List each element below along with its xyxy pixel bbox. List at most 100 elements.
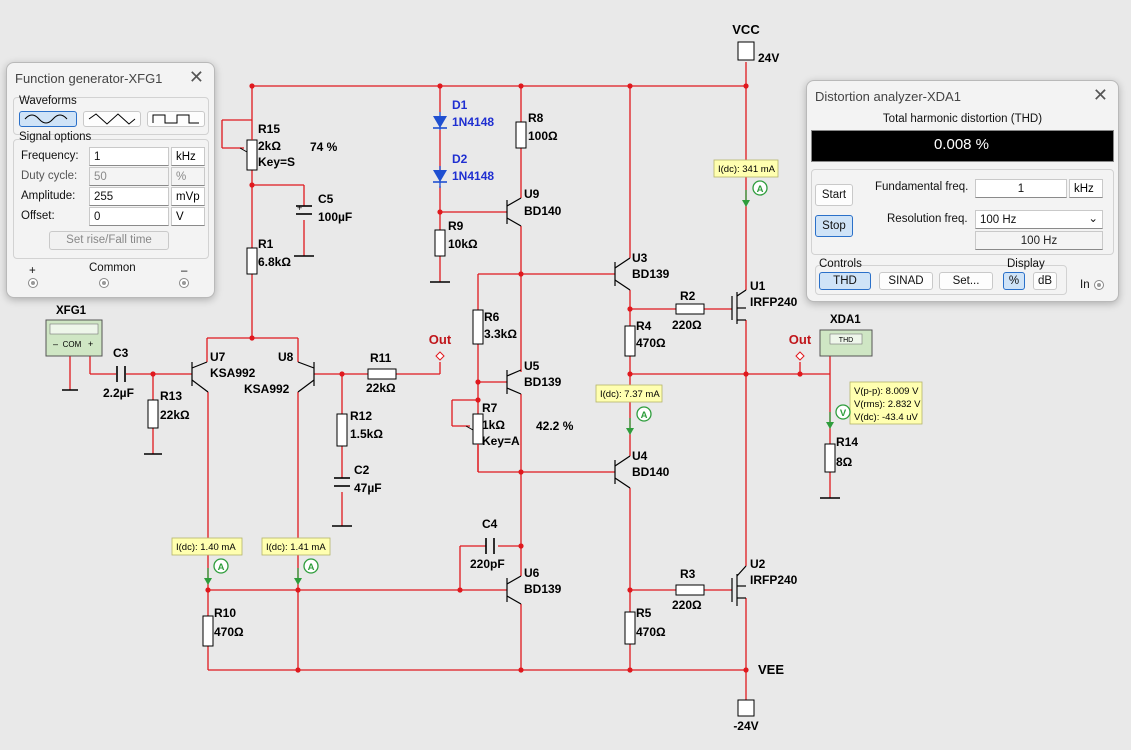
set-rise-fall-button[interactable]: Set rise/Fall time xyxy=(49,231,169,250)
r2-body[interactable] xyxy=(675,303,705,315)
set-button[interactable]: Set... xyxy=(939,272,993,290)
diode-d1[interactable] xyxy=(433,112,447,130)
fg-row-input[interactable]: 1 xyxy=(89,147,169,166)
resolution-freq-label: Resolution freq. xyxy=(887,213,968,225)
da-controls-label: Controls xyxy=(819,258,862,270)
r5-body[interactable] xyxy=(624,611,636,645)
fg-row-unit[interactable]: mVp xyxy=(171,187,205,206)
c5-name: C5 xyxy=(318,192,334,206)
r12-body[interactable] xyxy=(336,413,348,447)
u8-name: U8 xyxy=(278,350,294,364)
r15-body[interactable] xyxy=(246,139,258,171)
diode-d2[interactable] xyxy=(433,166,447,188)
r4-body[interactable] xyxy=(624,325,636,357)
fundamental-freq-unit[interactable]: kHz xyxy=(1069,179,1103,198)
r5-name: R5 xyxy=(636,606,652,620)
r15-value: 2kΩ xyxy=(258,139,281,153)
ammeter-icon-u7: A xyxy=(218,562,225,573)
r1-value: 6.8kΩ xyxy=(258,255,291,269)
c3-value: 2.2µF xyxy=(103,386,134,400)
sine-icon xyxy=(24,114,68,124)
r3-value: 220Ω xyxy=(672,598,702,612)
r1-name: R1 xyxy=(258,237,274,251)
component-labels: R15 2kΩ Key=S 74 % R1 6.8kΩ C5 100µF R8 … xyxy=(103,111,858,639)
stop-button[interactable]: Stop xyxy=(815,215,853,237)
r6-value: 3.3kΩ xyxy=(484,327,517,341)
fundamental-freq-input[interactable]: 1 xyxy=(975,179,1067,198)
u7-name: U7 xyxy=(210,350,226,364)
percent-button[interactable]: % xyxy=(1003,272,1025,290)
out-label-1: Out xyxy=(429,332,452,347)
vcc-port[interactable]: VCC 24V xyxy=(732,22,779,65)
xfg1-instrument[interactable]: XFG1 COM – + xyxy=(45,305,103,357)
fg-minus-label: – xyxy=(181,265,188,277)
fg-common-label: Common xyxy=(89,262,136,274)
vee-port[interactable]: VEE -24V xyxy=(733,662,784,733)
da-close-icon[interactable]: ✕ xyxy=(1092,85,1108,105)
probe-u1[interactable]: I(dc): 341 mA A xyxy=(713,159,779,207)
fg-minus-terminal[interactable] xyxy=(179,278,189,288)
r3-body[interactable] xyxy=(675,584,705,596)
probe-out[interactable]: V(p-p): 8.009 V V(rms): 2.832 V V(dc): -… xyxy=(826,381,923,429)
chevron-down-icon: ⌄ xyxy=(1088,213,1098,225)
thd-button[interactable]: THD xyxy=(819,272,871,290)
r8-body[interactable] xyxy=(515,121,527,149)
fg-row-input: 50 xyxy=(89,167,169,186)
r14-body[interactable] xyxy=(824,443,836,473)
sinad-button[interactable]: SINAD xyxy=(879,272,933,290)
triangle-wave-button[interactable] xyxy=(83,111,141,127)
xfg1-com: COM xyxy=(63,340,82,349)
db-button[interactable]: dB xyxy=(1033,272,1057,290)
sine-wave-button[interactable] xyxy=(19,111,77,127)
d1-name: D1 xyxy=(452,98,468,112)
fg-close-icon[interactable]: ✕ xyxy=(188,67,204,87)
u5-value: BD139 xyxy=(524,375,562,389)
r11-body[interactable] xyxy=(367,368,397,380)
probe-u4[interactable]: I(dc): 7.37 mA A xyxy=(595,384,663,435)
u1-value: IRFP240 xyxy=(750,295,798,309)
fg-row-unit[interactable]: kHz xyxy=(171,147,205,166)
u5-name: U5 xyxy=(524,359,540,373)
r9-body[interactable] xyxy=(434,229,446,257)
u3-name: U3 xyxy=(632,251,648,265)
xda1-label: XDA1 xyxy=(830,314,861,326)
r9-value: 10kΩ xyxy=(448,237,478,251)
out-marker-2[interactable]: Out xyxy=(789,332,812,361)
da-in-terminal[interactable] xyxy=(1094,280,1104,290)
r10-body[interactable] xyxy=(202,615,214,647)
u7-value: KSA992 xyxy=(210,366,256,380)
distortion-analyzer-panel[interactable]: Distortion analyzer-XDA1 ✕ Total harmoni… xyxy=(806,80,1119,302)
r13-body[interactable] xyxy=(147,399,159,429)
fg-row-label: Frequency: xyxy=(21,150,79,162)
voltmeter-icon: V xyxy=(840,408,847,419)
xda1-instrument[interactable]: XDA1 THD xyxy=(819,314,873,357)
start-button[interactable]: Start xyxy=(815,184,853,206)
fg-row-input[interactable]: 255 xyxy=(89,187,169,206)
probe-out-vpp: V(p-p): 8.009 V xyxy=(854,386,919,397)
fg-common-terminal[interactable] xyxy=(99,278,109,288)
out-marker-1[interactable]: Out xyxy=(429,332,452,361)
fg-row-unit[interactable]: V xyxy=(171,207,205,226)
fg-signal-options-label: Signal options xyxy=(19,131,92,143)
r6-body[interactable] xyxy=(472,309,484,345)
probe-u7[interactable]: I(dc): 1.40 mA A xyxy=(171,537,243,585)
r11-name: R11 xyxy=(370,351,392,365)
pot-wipers xyxy=(239,147,474,431)
r7-key: Key=A xyxy=(482,434,520,448)
resolution-freq-select[interactable]: 100 Hz ⌄ xyxy=(975,210,1103,229)
r1-body[interactable] xyxy=(246,247,258,275)
r2-name: R2 xyxy=(680,289,696,303)
u1-name: U1 xyxy=(750,279,766,293)
function-generator-panel[interactable]: Function generator-XFG1 ✕ Waveforms Sign… xyxy=(6,62,215,298)
probe-u8[interactable]: I(dc): 1.41 mA A xyxy=(261,537,331,585)
r13-value: 22kΩ xyxy=(160,408,190,422)
fg-plus-terminal[interactable] xyxy=(28,278,38,288)
fg-row-input[interactable]: 0 xyxy=(89,207,169,226)
c3-name: C3 xyxy=(113,346,129,360)
fundamental-freq-label: Fundamental freq. xyxy=(875,181,969,193)
vcc-label: VCC xyxy=(732,22,760,37)
probe-u7-text: I(dc): 1.40 mA xyxy=(176,542,236,553)
r10-name: R10 xyxy=(214,606,236,620)
square-wave-button[interactable] xyxy=(147,111,205,127)
